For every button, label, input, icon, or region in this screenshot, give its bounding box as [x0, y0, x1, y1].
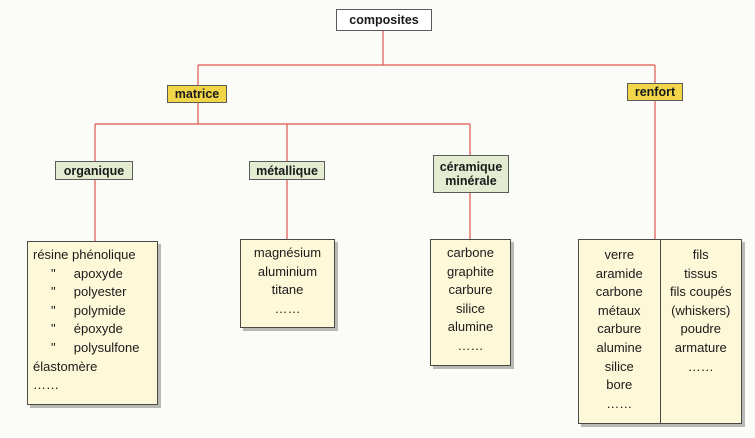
renfort-forms-column: fils tissus fils coupés (whiskers) poudr… [659, 240, 742, 423]
list-item: (whiskers) [671, 302, 731, 318]
list-item: résine phénolique [33, 247, 136, 262]
list-item: …… [274, 300, 301, 316]
list-item: graphite [447, 263, 494, 279]
node-organique: organique [55, 161, 133, 180]
leaf-organique: résine phénolique " apoxyde " polyester … [27, 241, 158, 405]
leaf-ceramique: carbone graphite carbure silice alumine … [430, 239, 511, 366]
node-metallique: métallique [249, 161, 325, 180]
list-item: tissus [684, 265, 718, 281]
list-item: alumine [447, 319, 494, 335]
list-item: " polysulfone [33, 339, 140, 355]
node-renfort: renfort [627, 83, 683, 101]
list-item: …… [33, 377, 59, 393]
node-ceramique-minerale: céramique minérale [433, 155, 509, 193]
node-composites-label: composites [349, 13, 419, 27]
node-composites: composites [336, 9, 432, 31]
list-item: " époxyde [33, 321, 123, 337]
list-item: armature [674, 339, 727, 355]
leaf-renfort: verre aramide carbone métaux carbure alu… [578, 239, 742, 424]
list-item: magnésium [253, 245, 322, 260]
list-item: titane [271, 282, 304, 298]
list-item: métaux [597, 302, 641, 318]
list-item: …… [606, 395, 633, 411]
list-item: " apoxyde [33, 265, 123, 281]
list-item: …… [457, 337, 484, 353]
list-item: aluminium [257, 263, 318, 279]
list-item: poudre [680, 321, 721, 337]
list-item: …… [687, 358, 714, 374]
list-item: " polymide [33, 302, 126, 318]
node-renfort-label: renfort [634, 85, 676, 99]
node-organique-label: organique [63, 163, 125, 178]
list-item: carbure [597, 321, 642, 337]
list-item: carbone [595, 284, 643, 300]
list-item: alumine [596, 339, 643, 355]
list-item: élastomère [33, 358, 98, 374]
node-matrice-label: matrice [174, 87, 220, 101]
list-item: carbone [447, 245, 494, 260]
list-item: fils coupés [670, 284, 732, 300]
list-item: aramide [595, 265, 643, 281]
list-item: carbure [448, 282, 493, 298]
node-metallique-label: métallique [256, 163, 318, 178]
renfort-materials-column: verre aramide carbone métaux carbure alu… [579, 240, 660, 423]
list-item: silice [456, 300, 485, 316]
leaf-metallique: magnésium aluminium titane …… [240, 239, 335, 328]
node-matrice: matrice [167, 85, 227, 103]
list-item: fils [692, 247, 709, 262]
list-item: silice [604, 358, 634, 374]
list-item: bore [606, 377, 633, 393]
node-ceramique-label-line2: minérale [445, 174, 497, 188]
node-ceramique-label-line1: céramique [439, 160, 503, 174]
list-item: " polyester [33, 284, 127, 300]
list-item: verre [604, 247, 635, 262]
